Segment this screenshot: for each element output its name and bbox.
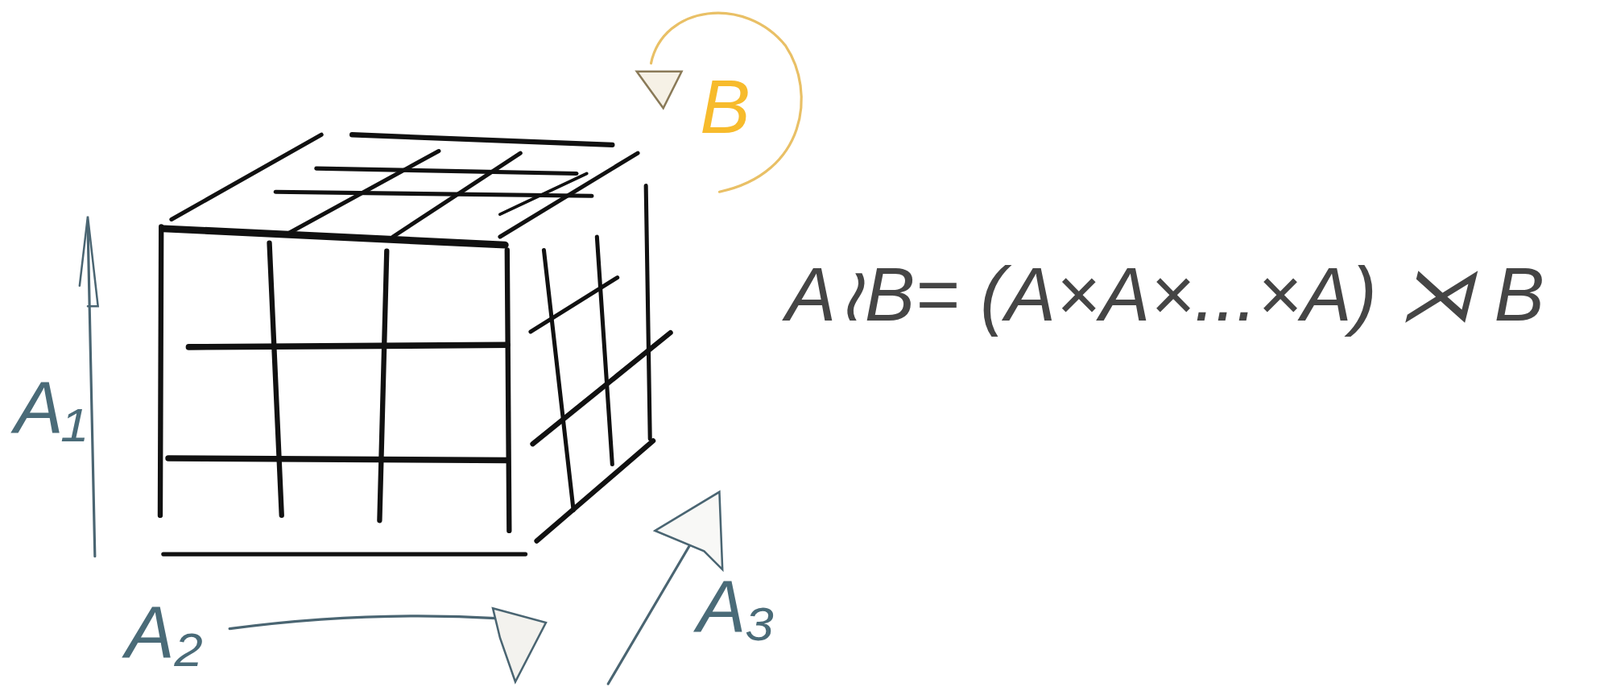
axis-label: A₂ <box>125 595 203 669</box>
axis-label: A₁ <box>14 370 87 444</box>
wreath-product-formula: A≀B= (A×A×...×A) ⋊ B <box>785 256 1545 333</box>
axis-label: A₃ <box>697 569 776 643</box>
group-label: B <box>699 69 751 145</box>
